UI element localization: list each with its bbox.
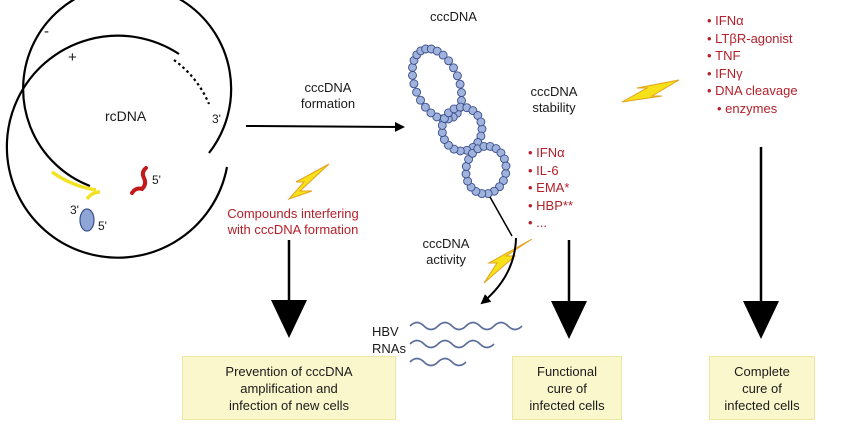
dna-bead — [455, 79, 465, 89]
list-item: IL-6 — [528, 162, 573, 180]
dna-bead — [420, 102, 430, 112]
end-5-red: 5' — [152, 173, 161, 187]
down-arrow-icon — [271, 240, 307, 338]
dna-bead — [408, 70, 417, 80]
dna-bead — [412, 87, 422, 97]
dna-bead — [461, 169, 471, 179]
list-item: TNF — [707, 47, 798, 65]
list-item: IFNα — [707, 12, 798, 30]
rcdna-circle — [5, 0, 233, 259]
rcdna-label: rcDNA — [105, 108, 147, 124]
list-item: HBP** — [528, 197, 573, 215]
dna-bead — [463, 176, 473, 186]
plus-strand-label: + — [68, 49, 77, 66]
lightning-bolt-icon — [483, 238, 533, 284]
list-item: LTβR-agonist — [707, 30, 798, 48]
dna-bead — [438, 50, 448, 60]
polymerase-protein — [79, 208, 95, 232]
dna-bead — [476, 117, 486, 127]
dna-bead — [416, 95, 425, 105]
dna-bead — [452, 71, 462, 81]
dna-bead — [444, 56, 454, 66]
list-item-continuation: enzymes — [707, 100, 798, 118]
down-arrow-icon — [551, 240, 587, 339]
activity-arrow — [480, 237, 517, 305]
minus-strand-label: - — [44, 23, 49, 40]
list-item: DNA cleavage — [707, 82, 797, 100]
list-item: IFNα — [528, 144, 573, 162]
lightning-bolt-icon — [287, 163, 330, 201]
hbv-rna-waves — [409, 321, 523, 367]
dna-bead — [449, 63, 458, 73]
end-3-top: 3' — [212, 112, 221, 126]
dna-bead — [457, 88, 466, 98]
end-5-bottom: 5' — [98, 219, 107, 233]
end-3-left: 3' — [70, 203, 79, 217]
list-item: EMA* — [528, 179, 573, 197]
list-item: ... — [528, 214, 573, 232]
stability-factor-list: IFNα LTβR-agonist TNF IFNγ DNA cleavage … — [707, 12, 798, 118]
cccdna-title: cccDNA — [430, 9, 477, 24]
list-item: IFNγ — [707, 65, 798, 83]
red-primer — [130, 166, 148, 195]
dna-bead — [501, 161, 511, 171]
lightning-bolt-icon — [621, 79, 680, 103]
cccdna-bead-chain — [408, 44, 511, 199]
dna-bead — [426, 108, 436, 118]
dna-bead — [409, 79, 419, 89]
right-arrow-icon — [245, 121, 405, 132]
down-arrow-icon — [743, 147, 779, 339]
dna-bead — [499, 154, 509, 164]
activity-factor-list: IFNα IL-6 EMA* HBP** ... — [528, 144, 573, 232]
